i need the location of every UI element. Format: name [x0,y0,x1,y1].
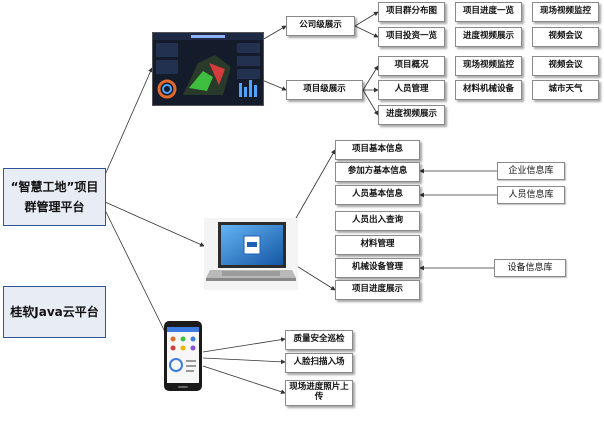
project-item-site-video: 现场视频监控 [455,56,522,76]
project-item-overview: 项目概况 [378,56,445,76]
company-item-video-conference: 视频会议 [532,27,599,47]
enterprise-database: 企业信息库 [497,162,565,180]
company-item-investment: 项目投资一览 [378,27,445,47]
mobile-item-quality-inspection: 质量安全巡检 [285,330,353,350]
company-level-node: 公司级展示 [286,16,355,36]
dashboard-graphic [153,33,263,99]
dashboard-screen-image [152,32,264,106]
pc-item-access-query: 人员出入查询 [335,211,420,231]
equipment-database: 设备信息库 [494,259,566,277]
pc-item-equipment: 机械设备管理 [335,258,420,278]
cloud-platform-node: 桂软Java云平台 [3,286,106,338]
company-item-site-video: 现场视频监控 [532,2,599,22]
laptop-image [204,218,298,290]
pc-item-progress-display: 项目进度展示 [335,280,420,300]
pc-item-materials: 材料管理 [335,235,420,255]
pc-item-project-basic: 项目基本信息 [335,140,420,160]
platform-node: “智慧工地”项目群管理平台 [3,168,106,226]
phone-image [163,320,203,392]
company-item-distribution: 项目群分布图 [378,2,445,22]
mobile-item-photo-upload: 现场进度照片上传 [285,380,353,406]
pc-item-personnel-basic: 人员基本信息 [335,185,420,205]
company-item-progress: 项目进度一览 [455,2,522,22]
project-level-node: 项目级展示 [286,80,363,100]
project-item-personnel: 人员管理 [378,80,445,100]
project-item-materials: 材料机械设备 [455,80,522,100]
laptop-graphic [204,218,298,290]
project-item-video-conference: 视频会议 [532,56,599,76]
project-item-weather: 城市天气 [532,80,599,100]
company-item-progress-video: 进度视频展示 [455,27,522,47]
personnel-database: 人员信息库 [497,186,565,204]
project-item-progress-video: 进度视频展示 [378,105,445,125]
pc-item-participant-basic: 参加方基本信息 [335,162,420,182]
mobile-item-face-scan: 人脸扫描入场 [285,353,353,373]
phone-graphic [164,321,202,391]
